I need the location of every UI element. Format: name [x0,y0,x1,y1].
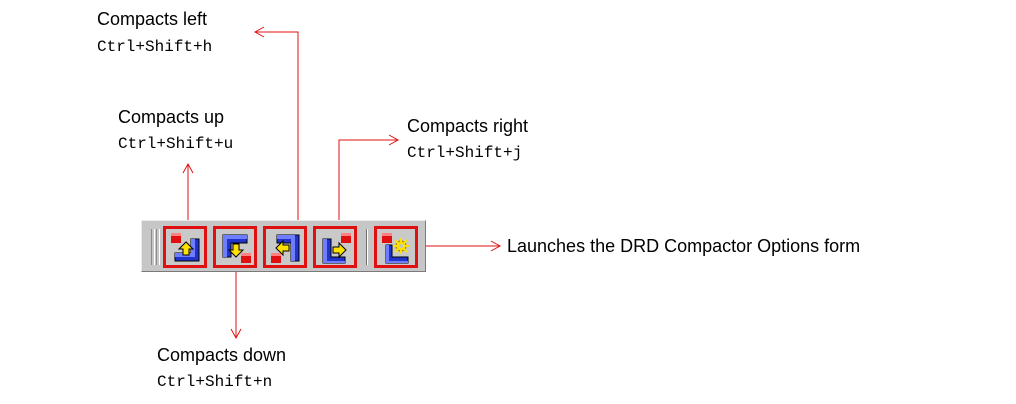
callout-line-right [338,139,398,222]
compacts-up-label: Compacts up [118,107,225,127]
compact-down-button[interactable] [213,226,257,268]
compact-up-button[interactable] [163,226,207,268]
toolbar-grip[interactable] [156,229,160,265]
callout-line-left [255,31,299,222]
toolbar-separator [366,229,368,265]
compact-right-icon [322,233,351,264]
compacts-right-label: Compacts right [407,116,529,136]
compacts-down-shortcut: Ctrl+Shift+n [157,373,273,391]
arrowhead-right [388,134,400,146]
arrowhead-options [490,240,502,252]
compact-right-button[interactable] [313,226,357,268]
compacts-down-label: Compacts down [157,345,287,365]
arrowhead-left [253,26,265,38]
compactor-toolbar [141,220,426,272]
arrowhead-down [230,328,242,340]
compactor-options-button[interactable] [374,226,418,268]
arrowhead-up [182,162,194,174]
toolbar-grip[interactable] [151,229,155,265]
compact-up-icon [171,233,200,262]
compacts-right-shortcut: Ctrl+Shift+j [407,144,523,162]
compacts-up-shortcut: Ctrl+Shift+u [118,135,234,153]
compact-left-button[interactable] [263,226,307,268]
compactor-options-icon [382,233,409,264]
compacts-left-label: Compacts left [97,9,208,29]
compacts-left-shortcut: Ctrl+Shift+h [97,38,213,56]
compact-left-icon [271,234,300,263]
compact-down-icon [222,234,251,263]
options-form-label: Launches the DRD Compactor Options form [507,236,861,256]
